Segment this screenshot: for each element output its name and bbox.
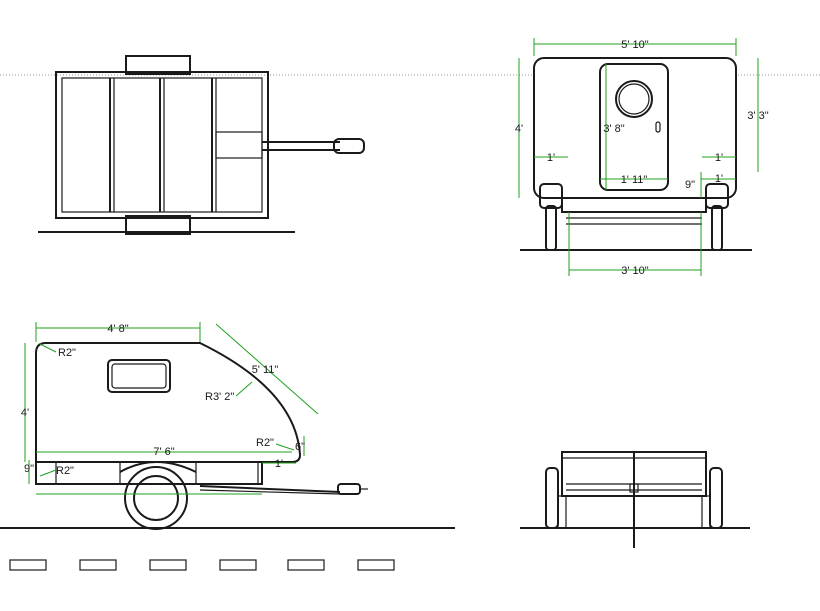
side-view-fender [119, 461, 197, 473]
dim-radius-top: R2" [58, 347, 76, 359]
dim-arc-length: 5' 11" [252, 364, 279, 376]
front-view: 5' 10" 4' 3' 3" 3' 8" 1' 1' 1' 11" 9" 1'… [515, 38, 769, 277]
front-view-door-handle [655, 121, 661, 133]
road-dash [149, 559, 187, 571]
dim-rear-overhang: 1' [275, 458, 283, 470]
dim-floor-height: 9" [24, 463, 34, 475]
dim-front-width: 5' 10" [621, 39, 649, 51]
road-markings [9, 559, 395, 571]
dim-arc-length-line [215, 323, 319, 415]
dim-front-height-right: 3' 3" [747, 110, 768, 122]
front-view-porthole-window [615, 80, 653, 118]
front-view-porthole-inner [618, 83, 650, 115]
top-view-roof-vent [125, 55, 191, 75]
side-view-hitch-coupler [337, 483, 361, 495]
side-view: 4' 8" R2" 5' 11" R3' 2" R2" 6" 7' 6" 1' … [0, 322, 455, 530]
dim-body-length: 7' 6" [153, 446, 174, 458]
top-view-outer-frame [55, 71, 269, 219]
dim-arc-radius: R3' 2" [205, 391, 234, 403]
front-view-right-fender [705, 183, 729, 209]
top-view-inner-frame [61, 77, 263, 213]
top-view-bottom-vent [125, 215, 191, 235]
road-dash [9, 559, 47, 571]
dim-side-top-length: 4' 8" [107, 323, 128, 335]
dim-radius-top-leader [39, 343, 57, 353]
dim-inset-right-lower: 1' [715, 173, 723, 185]
front-view-right-wheel [711, 205, 723, 251]
dim-side-height: 4' [21, 407, 29, 419]
dim-radius-bottom: R2" [56, 465, 74, 477]
dim-radius-rear-leader [275, 443, 295, 451]
top-view-tongue-box [215, 131, 263, 159]
road-dash [287, 559, 325, 571]
side-view-wheel [124, 466, 188, 530]
front-view-left-fender [539, 183, 563, 209]
side-view-window-inner [111, 363, 167, 389]
dim-radius-bottom-leader [39, 469, 57, 477]
top-view [38, 55, 365, 235]
dim-inset-left: 1' [547, 152, 555, 164]
rear-view [520, 451, 750, 548]
dim-front-height: 4' [515, 123, 523, 135]
rear-view-coupler [629, 483, 639, 493]
rear-view-right-wheel [709, 467, 723, 529]
dim-inset-right: 1' [715, 152, 723, 164]
road-dash [219, 559, 257, 571]
side-view-tongue [199, 485, 341, 493]
dim-rear-offset: 6" [295, 441, 305, 453]
dim-arc-radius-leader [235, 381, 253, 397]
front-view-axle-frame [561, 197, 707, 213]
rear-view-left-wheel [545, 467, 559, 529]
road-dash [79, 559, 117, 571]
rear-view-right-hub [701, 495, 711, 529]
side-view-window [107, 359, 171, 393]
front-view-left-wheel [545, 205, 557, 251]
top-view-hitch-coupler [333, 138, 365, 154]
side-view-wheel-rim [133, 475, 179, 521]
dim-door-width: 1' 11" [621, 174, 648, 186]
rear-view-left-hub [557, 495, 567, 529]
dim-door-height: 3' 8" [603, 123, 624, 135]
dim-track-width: 3' 10" [621, 265, 649, 277]
front-view-door [599, 63, 669, 191]
road-dash [357, 559, 395, 571]
side-view-tongue-lower [199, 489, 341, 495]
dim-door-bottom: 9" [685, 179, 695, 191]
dim-radius-rear: R2" [256, 437, 274, 449]
